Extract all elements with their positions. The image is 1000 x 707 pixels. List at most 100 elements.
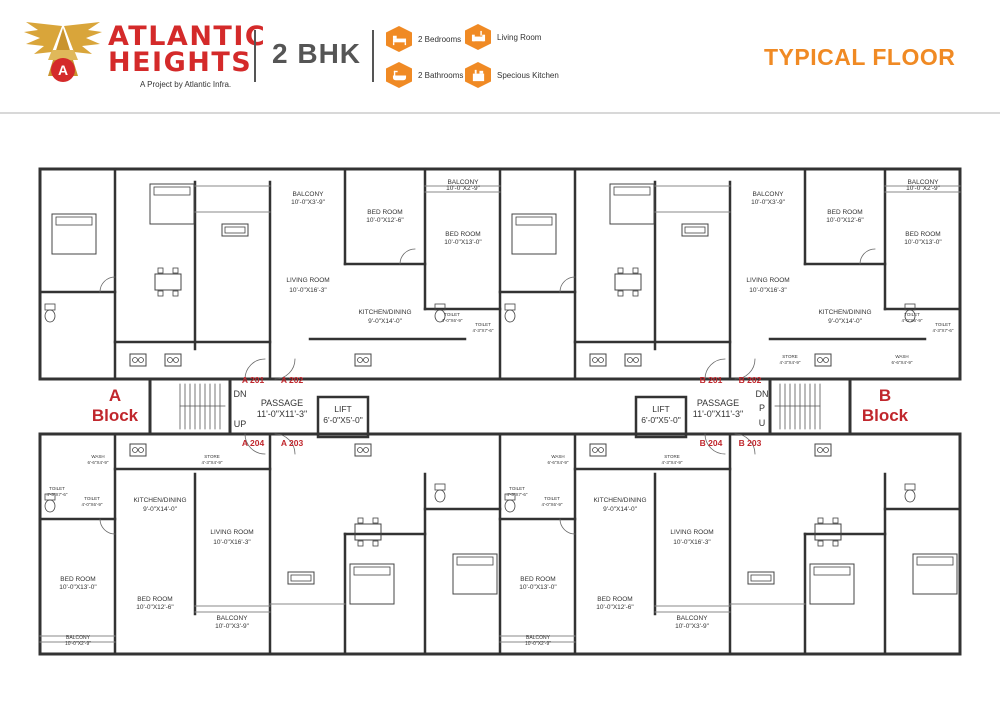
- svg-text:10'-0"X16'-3": 10'-0"X16'-3": [289, 287, 327, 294]
- svg-text:10'-0"X13'-0": 10'-0"X13'-0": [444, 239, 482, 246]
- svg-text:KITCHEN/DINING: KITCHEN/DINING: [133, 497, 186, 504]
- svg-text:10'-0"X3'-9": 10'-0"X3'-9": [215, 623, 250, 630]
- unit-b201: B 201: [700, 375, 723, 385]
- unit-a204: A 204: [242, 438, 265, 448]
- svg-text:KITCHEN/DINING: KITCHEN/DINING: [593, 497, 646, 504]
- svg-text:TOILET: TOILET: [935, 322, 951, 327]
- svg-text:PASSAGE: PASSAGE: [261, 398, 303, 408]
- svg-text:10'-0"X13'-0": 10'-0"X13'-0": [59, 584, 97, 591]
- svg-text:BED ROOM: BED ROOM: [60, 576, 95, 583]
- svg-text:10'-0"X16'-3": 10'-0"X16'-3": [213, 539, 251, 546]
- svg-text:6'-0"X5'-0": 6'-0"X5'-0": [323, 415, 363, 425]
- brand-name: ATLANTIC HEIGHTS: [108, 23, 266, 78]
- svg-text:DN: DN: [756, 389, 769, 399]
- svg-text:PASSAGE: PASSAGE: [697, 398, 739, 408]
- svg-text:10'-0"X13'-0": 10'-0"X13'-0": [904, 239, 942, 246]
- svg-text:TOILET: TOILET: [509, 486, 525, 491]
- svg-text:KITCHEN/DINING: KITCHEN/DINING: [818, 309, 871, 316]
- svg-text:P: P: [759, 403, 765, 413]
- unit-b204: B 204: [700, 438, 723, 448]
- svg-text:STORE: STORE: [204, 454, 219, 459]
- svg-text:6'-0"X5'-0": 6'-0"X5'-0": [641, 415, 681, 425]
- svg-text:WASH: WASH: [895, 354, 908, 359]
- svg-text:9'-0"X14'-0": 9'-0"X14'-0": [368, 318, 403, 325]
- svg-text:BALCONY: BALCONY: [292, 191, 324, 198]
- floor-plan: BALCONY 10'-0"X3'-9" BED ROOM 10'-0"X12'…: [0, 114, 1000, 707]
- bhk-title: 2 BHK: [272, 38, 362, 69]
- brand-line-2: HEIGHTS: [108, 47, 253, 78]
- brand-tagline: A Project by Atlantic Infra.: [140, 80, 232, 89]
- svg-text:11'-0"X11'-3": 11'-0"X11'-3": [257, 409, 308, 419]
- svg-text:4'-0"X6'-9": 4'-0"X6'-9": [902, 318, 923, 323]
- svg-text:UP: UP: [234, 419, 247, 429]
- feature-living-room: Living Room: [465, 24, 541, 50]
- svg-text:10'-0"X2'-9": 10'-0"X2'-9": [525, 641, 551, 647]
- svg-text:TOILET: TOILET: [49, 486, 65, 491]
- kitchen-icon: [465, 62, 491, 88]
- bed-icon: [386, 26, 412, 52]
- svg-text:TOILET: TOILET: [904, 312, 920, 317]
- svg-text:10'-0"X2'-9": 10'-0"X2'-9": [446, 185, 481, 192]
- header-divider: [254, 30, 256, 82]
- svg-text:6'-6"X4'-9": 6'-6"X4'-9": [892, 360, 913, 365]
- svg-text:9'-0"X14'-0": 9'-0"X14'-0": [603, 506, 638, 513]
- room-labels: BALCONY 10'-0"X3'-9" BED ROOM 10'-0"X12'…: [47, 179, 954, 647]
- block-a-word: Block: [92, 406, 139, 425]
- svg-text:4'-0"X6'-9": 4'-0"X6'-9": [542, 502, 563, 507]
- svg-text:WASH: WASH: [91, 454, 104, 459]
- feature-bedrooms: 2 Bedrooms: [386, 26, 461, 52]
- svg-text:4'-3"X4'-9": 4'-3"X4'-9": [780, 360, 801, 365]
- svg-text:10'-0"X12'-6": 10'-0"X12'-6": [826, 217, 864, 224]
- feature-label: Living Room: [497, 32, 542, 42]
- svg-text:DN: DN: [234, 389, 247, 399]
- svg-text:BED ROOM: BED ROOM: [905, 231, 940, 238]
- svg-text:4'-3"X7'-6": 4'-3"X7'-6": [47, 492, 68, 497]
- svg-text:LIFT: LIFT: [334, 404, 351, 414]
- svg-text:10'-0"X3'-9": 10'-0"X3'-9": [751, 199, 786, 206]
- svg-text:LIVING ROOM: LIVING ROOM: [210, 529, 253, 536]
- svg-text:BED ROOM: BED ROOM: [367, 209, 402, 216]
- svg-text:BALCONY: BALCONY: [676, 615, 708, 622]
- svg-text:TOILET: TOILET: [475, 322, 491, 327]
- floor-title: TYPICAL FLOOR: [764, 44, 956, 70]
- block-b-word: Block: [862, 406, 909, 425]
- svg-text:4'-3"X4'-9": 4'-3"X4'-9": [662, 460, 683, 465]
- header: A ATLANTIC HEIGHTS A Project by Atlantic…: [0, 0, 1000, 114]
- atlantic-logo-icon: A: [24, 22, 102, 82]
- svg-text:LIFT: LIFT: [652, 404, 669, 414]
- svg-text:6'-6"X4'-9": 6'-6"X4'-9": [548, 460, 569, 465]
- unit-labels: A 201 A 202 A 204 A 203 B 201 B 202 B 20…: [242, 375, 762, 448]
- lift-a-shaft: [316, 395, 370, 439]
- svg-text:9'-0"X14'-0": 9'-0"X14'-0": [828, 318, 863, 325]
- lift-b-shaft: [634, 395, 688, 439]
- svg-text:10'-0"X16'-3": 10'-0"X16'-3": [749, 287, 787, 294]
- svg-text:BALCONY: BALCONY: [447, 179, 479, 186]
- svg-text:10'-0"X16'-3": 10'-0"X16'-3": [673, 539, 711, 546]
- svg-text:11'-0"X11'-3": 11'-0"X11'-3": [693, 409, 744, 419]
- block-b-letter: B: [879, 386, 891, 405]
- block-a-letter: A: [109, 386, 121, 405]
- svg-text:10'-0"X2'-9": 10'-0"X2'-9": [906, 185, 941, 192]
- svg-text:BALCONY: BALCONY: [752, 191, 784, 198]
- svg-text:4'-3"X7'-6": 4'-3"X7'-6": [507, 492, 528, 497]
- svg-text:10'-0"X13'-0": 10'-0"X13'-0": [519, 584, 557, 591]
- svg-text:4'-3"X7'-6": 4'-3"X7'-6": [473, 328, 494, 333]
- unit-b202: B 202: [739, 375, 762, 385]
- svg-text:BED ROOM: BED ROOM: [597, 596, 632, 603]
- unit-b203: B 203: [739, 438, 762, 448]
- svg-text:BALCONY: BALCONY: [526, 635, 551, 641]
- header-divider: [372, 30, 374, 82]
- svg-text:TOILET: TOILET: [544, 496, 560, 501]
- svg-text:4'-0"X6'-9": 4'-0"X6'-9": [82, 502, 103, 507]
- svg-text:4'-3"X7'-6": 4'-3"X7'-6": [933, 328, 954, 333]
- svg-text:BALCONY: BALCONY: [216, 615, 248, 622]
- feature-label: 2 Bedrooms: [418, 34, 462, 44]
- svg-text:4'-0"X6'-9": 4'-0"X6'-9": [442, 318, 463, 323]
- svg-text:10'-0"X12'-6": 10'-0"X12'-6": [136, 604, 174, 611]
- svg-text:10'-0"X12'-6": 10'-0"X12'-6": [366, 217, 404, 224]
- svg-text:STORE: STORE: [782, 354, 797, 359]
- feature-label: Specious Kitchen: [497, 70, 559, 80]
- feature-kitchen: Specious Kitchen: [465, 62, 559, 88]
- feature-label: 2 Bathrooms: [418, 70, 464, 80]
